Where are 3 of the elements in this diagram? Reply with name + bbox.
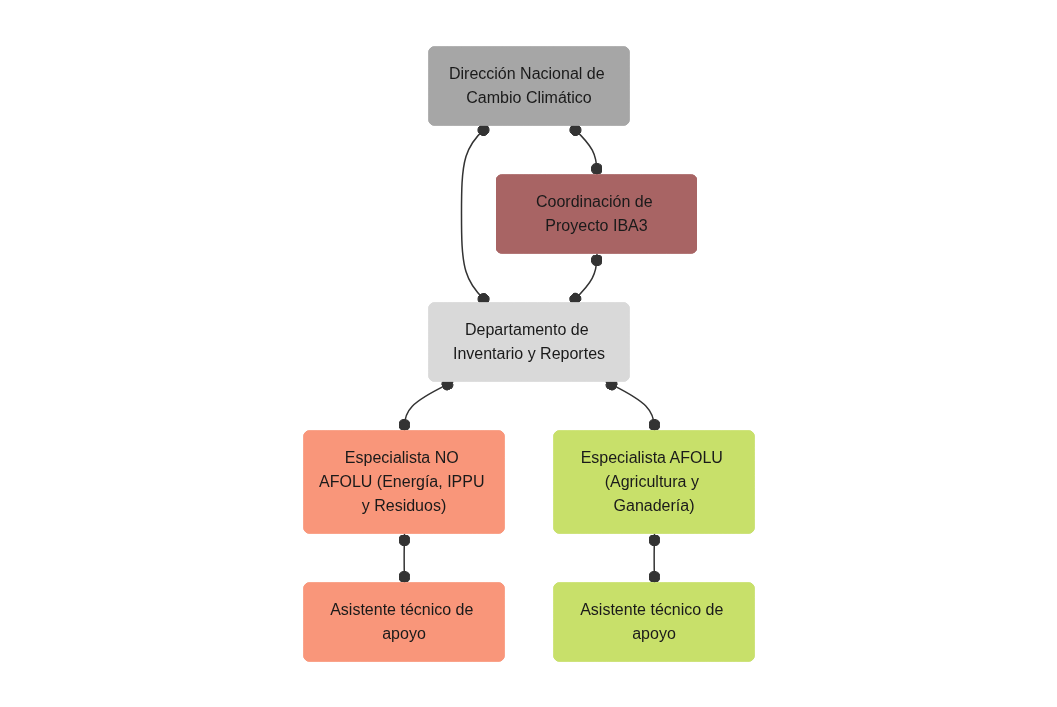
connector: [397, 532, 410, 584]
connector: [568, 123, 603, 176]
connector: [647, 532, 660, 584]
